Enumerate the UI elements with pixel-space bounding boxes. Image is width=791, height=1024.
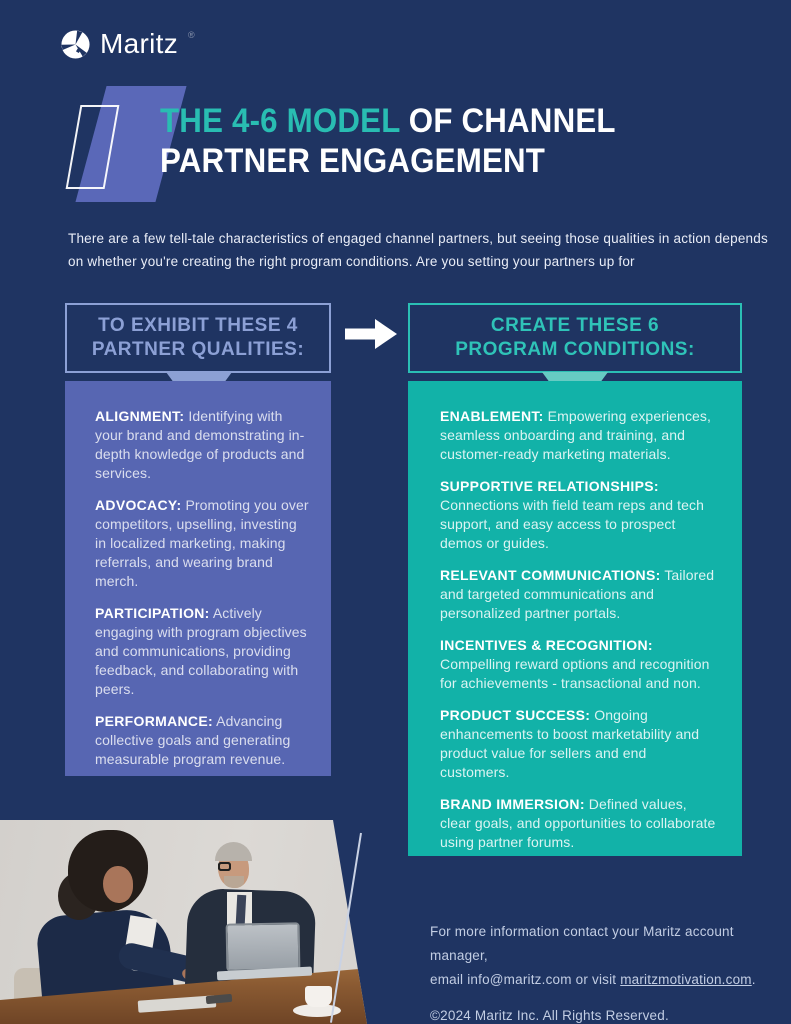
- right-flow-header: CREATE THESE 6 PROGRAM CONDITIONS:: [408, 303, 742, 373]
- item-text: Advancing collective goals and generatin…: [95, 713, 291, 767]
- list-item: ENABLEMENT: Empowering experiences, seam…: [440, 407, 716, 464]
- photo-man-hair: [215, 842, 252, 861]
- footer-contact-line2: email info@maritz.com or visit maritzmot…: [430, 972, 756, 987]
- item-text: Compelling reward options and recognitio…: [440, 656, 710, 691]
- footer: For more information contact your Maritz…: [430, 920, 760, 1024]
- right-flow-header-line2: PROGRAM CONDITIONS:: [455, 339, 695, 360]
- photo-woman-face: [103, 866, 133, 903]
- page-title: THE 4-6 MODEL OF CHANNEL PARTNER ENGAGEM…: [160, 101, 616, 181]
- photo-man-glasses: [218, 862, 250, 872]
- photo-man-beard: [224, 876, 244, 888]
- left-flow-header: TO EXHIBIT THESE 4 PARTNER QUALITIES:: [65, 303, 331, 373]
- item-label: BRAND IMMERSION:: [440, 796, 585, 812]
- copyright-text: ©2024 Maritz Inc. All Rights Reserved.: [430, 1008, 669, 1023]
- item-text: Connections with field team reps and tec…: [440, 497, 705, 551]
- item-label: PERFORMANCE:: [95, 713, 213, 729]
- maritz-logo: Maritz ®: [60, 28, 195, 60]
- photo-saucer: [293, 1004, 341, 1017]
- item-label: RELEVANT COMMUNICATIONS:: [440, 567, 661, 583]
- list-item: ALIGNMENT: Identifying with your brand a…: [95, 407, 309, 483]
- page-title-highlight: THE 4-6 MODEL: [160, 102, 400, 140]
- list-item: RELEVANT COMMUNICATIONS: Tailored and ta…: [440, 566, 716, 623]
- maritzmotivation-link[interactable]: maritzmotivation.com: [620, 972, 752, 987]
- list-item: PRODUCT SUCCESS: Ongoing enhancements to…: [440, 706, 716, 782]
- item-text: Defined values, clear goals, and opportu…: [440, 796, 716, 850]
- item-label: PARTICIPATION:: [95, 605, 210, 621]
- photo-coffee-cup: [305, 986, 332, 1007]
- list-item: PARTICIPATION: Actively engaging with pr…: [95, 604, 309, 699]
- item-text: Empowering experiences, seamless onboard…: [440, 408, 712, 462]
- intro-paragraph: There are a few tell-tale characteristic…: [68, 231, 768, 269]
- item-text: Actively engaging with program objective…: [95, 605, 307, 697]
- list-item: ADVOCACY: Promoting you over competitors…: [95, 496, 309, 591]
- item-text: Tailored and targeted communications and…: [440, 567, 715, 621]
- right-arrow-icon: [345, 319, 397, 349]
- item-text: Identifying with your brand and demonstr…: [95, 408, 305, 481]
- list-item: SUPPORTIVE RELATIONSHIPS: Connections wi…: [440, 477, 716, 553]
- item-label: ENABLEMENT:: [440, 408, 544, 424]
- list-item: INCENTIVES & RECOGNITION: Compelling rew…: [440, 636, 716, 693]
- item-label: ADVOCACY:: [95, 497, 182, 513]
- footer-contact-line1: For more information contact your Maritz…: [430, 924, 734, 963]
- item-label: INCENTIVES & RECOGNITION:: [440, 637, 653, 653]
- item-text: Promoting you over competitors, upsellin…: [95, 497, 309, 589]
- item-label: PRODUCT SUCCESS:: [440, 707, 591, 723]
- right-flow-header-line1: CREATE THESE 6: [490, 315, 660, 336]
- page-title-line1: THE 4-6 MODEL OF CHANNEL: [160, 102, 616, 140]
- left-flow-header-line2: PARTNER QUALITIES:: [91, 339, 305, 360]
- trademark-symbol: ®: [188, 30, 195, 40]
- photo-laptop-screen: [225, 922, 301, 972]
- list-item: BRAND IMMERSION: Defined values, clear g…: [440, 795, 716, 852]
- maritz-logo-icon: [61, 29, 90, 59]
- list-item: PERFORMANCE: Advancing collective goals …: [95, 712, 309, 769]
- left-flow-header-line1: TO EXHIBIT THESE 4: [98, 315, 298, 336]
- item-label: ALIGNMENT:: [95, 408, 185, 424]
- photo-business-meeting: [0, 820, 367, 1024]
- item-text: Ongoing enhancements to boost marketabil…: [440, 707, 700, 780]
- page-title-line2: PARTNER ENGAGEMENT: [160, 142, 546, 180]
- partner-qualities-panel: ALIGNMENT: Identifying with your brand a…: [65, 381, 331, 776]
- brand-wordmark: Maritz: [100, 28, 179, 59]
- program-conditions-panel: ENABLEMENT: Empowering experiences, seam…: [408, 381, 742, 856]
- item-label: SUPPORTIVE RELATIONSHIPS:: [440, 478, 659, 494]
